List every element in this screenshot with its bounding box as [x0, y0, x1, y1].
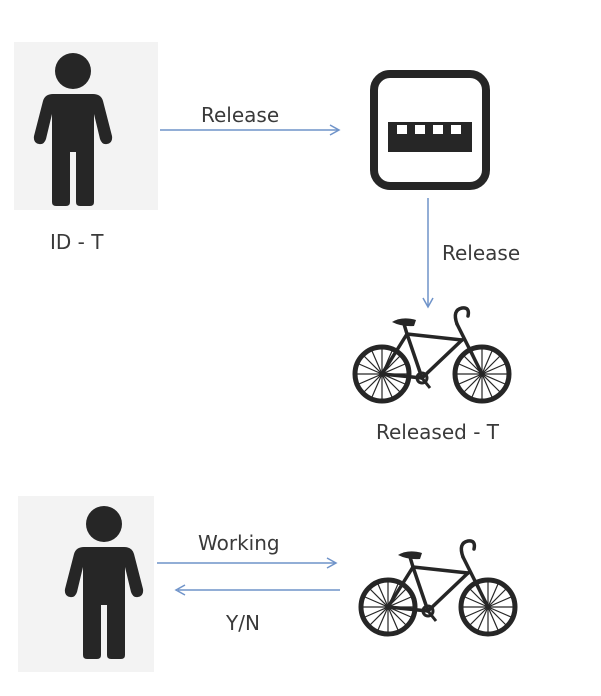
released-t-label: Released - T	[376, 420, 499, 444]
release-arrow-down	[422, 198, 434, 309]
bicycle-top	[352, 302, 512, 410]
bicycle-icon	[352, 306, 512, 404]
bicycle-bottom	[358, 535, 518, 643]
working-label: Working	[198, 531, 280, 555]
release-label-1: Release	[201, 103, 280, 127]
dock-icon	[370, 70, 490, 190]
release-label-2: Release	[442, 241, 521, 265]
person-top	[33, 52, 113, 206]
working-arrow-right	[157, 557, 338, 569]
release-arrow-right	[160, 124, 341, 136]
yn-arrow-left	[174, 584, 340, 596]
bicycle-icon	[358, 539, 518, 637]
person-bottom	[64, 505, 144, 659]
person-icon	[33, 53, 113, 206]
dock-station	[370, 70, 490, 190]
person-icon	[64, 506, 144, 659]
person-id-label: ID - T	[50, 230, 104, 254]
yn-label: Y/N	[226, 611, 260, 635]
